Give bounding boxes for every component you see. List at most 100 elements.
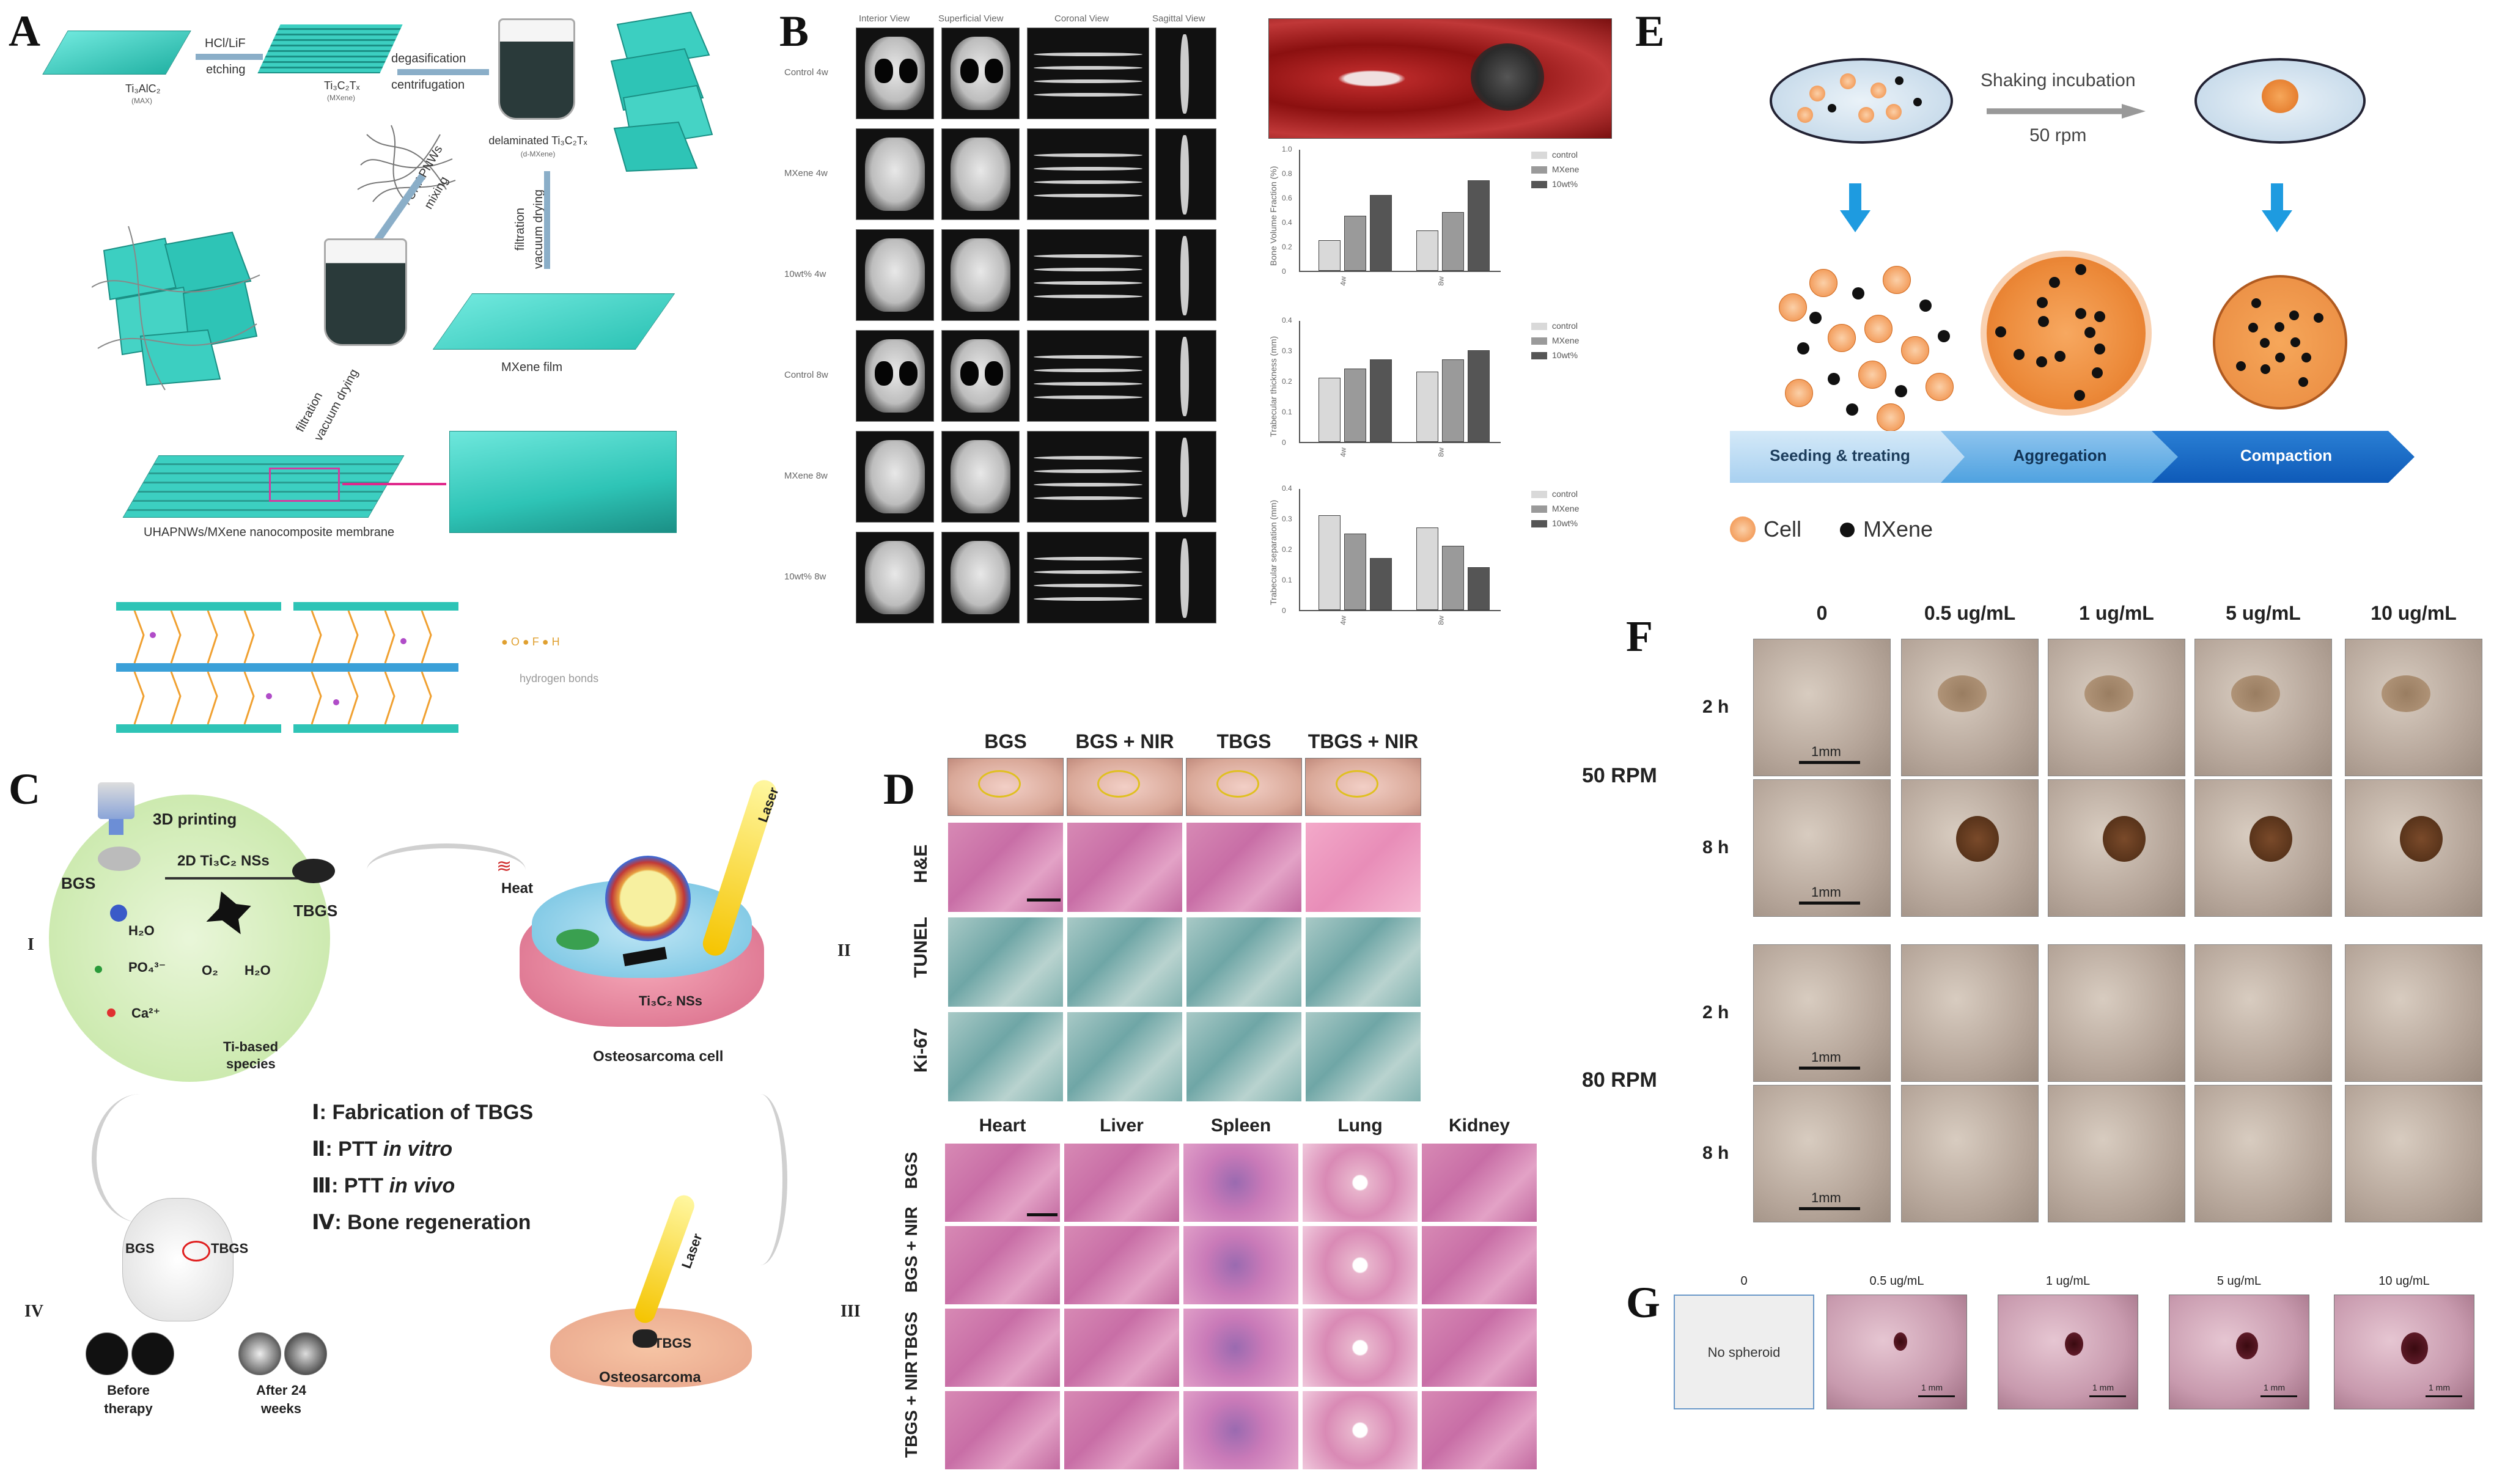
mxene-legend-icon: [1840, 523, 1855, 537]
organ-histology-image: [1183, 1308, 1299, 1387]
aggregation-illustration: [1987, 257, 2146, 410]
ct-sagittal-image: [1155, 532, 1216, 623]
step2-label: degasification: [391, 52, 466, 65]
tumor-outline: [1216, 770, 1259, 798]
mxene-dot: [1938, 330, 1950, 342]
step2b-label: centrifugation: [391, 78, 465, 92]
chart-xcat: 8w: [1436, 615, 1446, 625]
mxene-dot: [2251, 298, 2261, 309]
organ-histology-image: [1421, 1143, 1537, 1222]
mxene-dot: [1828, 373, 1840, 385]
scale-bar: [1799, 902, 1860, 905]
chart-bar: [1370, 359, 1392, 442]
rat-illustration: [122, 1198, 234, 1321]
conc-header: 0.5 ug/mL: [1924, 602, 2016, 624]
compaction-illustration: [2213, 275, 2347, 410]
ct-row-label: 10wt% 4w: [784, 269, 826, 279]
chart-axis: [1299, 321, 1501, 443]
organ-row-label: BGS + NIR: [902, 1207, 921, 1293]
mxene-dot: [2260, 364, 2270, 374]
step-number: Ⅰ:: [312, 1101, 326, 1124]
legend-swatch: [1531, 337, 1547, 345]
conc-header: 0: [1816, 602, 1828, 624]
mxene-dot: [1995, 326, 2006, 338]
ct-row-label: MXene 4w: [784, 168, 828, 178]
g-scale-label: 1 mm: [1921, 1383, 1943, 1392]
delam-label: delaminated Ti₃C₂Tₓ: [488, 134, 587, 147]
mxene-dot: [2260, 337, 2270, 348]
ct-sagittal-image: [1155, 128, 1216, 220]
step-number: Ⅱ:: [312, 1137, 333, 1161]
histology-image: [1067, 917, 1183, 1007]
scale-label: 1mm: [1811, 744, 1841, 759]
legend-text: control: [1552, 321, 1578, 331]
membrane-label: UHAPNWs/MXene nanocomposite membrane: [144, 526, 395, 539]
stage-aggregation-label: Aggregation: [2013, 446, 2107, 465]
spheroid: [1894, 1332, 1907, 1351]
organ-histology-image: [1421, 1308, 1537, 1387]
col-header-sagittal: Sagittal View: [1152, 13, 1205, 24]
arrow-down-icon: [1840, 183, 1871, 232]
organ-header: Kidney: [1448, 1115, 1510, 1136]
h2o2-label: H₂O: [245, 963, 271, 978]
organ-histology-image: [1421, 1390, 1537, 1470]
organ-row-label: TBGS + NIR: [902, 1361, 921, 1458]
legend-swatch: [1531, 323, 1547, 331]
step-text: PTT: [344, 1174, 389, 1197]
ct-coronal-image: [1027, 128, 1149, 220]
cell-dot: [1886, 104, 1902, 120]
mouse-bgs-label: BGS: [125, 1241, 155, 1256]
ct-coronal-image: [1027, 28, 1149, 119]
organ-histology-image: [1302, 1390, 1418, 1470]
before-label: Before: [107, 1383, 150, 1398]
conc-header: 5 ug/mL: [2226, 602, 2301, 624]
step-italic: in vivo: [389, 1174, 455, 1197]
mxene-dot: [2084, 327, 2095, 338]
chart-tick: 0: [1282, 438, 1286, 447]
brightfield-image: [1901, 1085, 2039, 1222]
mxene-dot: [2275, 322, 2285, 332]
chart-legend-item: 10wt%: [1531, 179, 1578, 189]
before-ct-image: [131, 1332, 174, 1375]
no-spheroid-label: No spheroid: [1707, 1345, 1781, 1360]
composite-flakes-illustration: [92, 226, 260, 391]
chart-tick: 0.6: [1282, 194, 1292, 202]
arrow-right-icon: [1987, 104, 2146, 119]
curved-arrow-icon: [92, 1094, 188, 1222]
histology-image: [947, 917, 1064, 1007]
film-label: MXene film: [501, 361, 563, 374]
g-scale-label: 1 mm: [2264, 1383, 2285, 1392]
stage-arrow-1: [1730, 431, 1968, 483]
ct-skull-image: [856, 28, 934, 119]
chart-xcat: 4w: [1339, 447, 1348, 457]
chart-legend-item: MXene: [1531, 164, 1579, 174]
stain-label: H&E: [911, 844, 931, 883]
ct-skull-image: [941, 330, 1020, 422]
mxene-dot: [1809, 312, 1822, 324]
legend-swatch: [1531, 152, 1547, 160]
chart-tick: 1.0: [1282, 145, 1292, 153]
cell-cluster: [2231, 675, 2280, 712]
mxene-dot: [2094, 343, 2105, 354]
time-label: 8 h: [1702, 1143, 1729, 1163]
scale-bar: [2260, 1395, 2297, 1397]
panel-e-label: E: [1635, 7, 1665, 56]
chart-bar: [1370, 558, 1392, 610]
brightfield-image: [1753, 944, 1891, 1082]
chart-axis: [1299, 150, 1501, 272]
ct-coronal-image: [1027, 229, 1149, 321]
ct-coronal-image: [1027, 431, 1149, 523]
bgs-label: BGS: [61, 874, 96, 892]
seeding-illustration: [1767, 257, 1954, 432]
molecule-icon: [110, 905, 127, 922]
chart-tick: 0.2: [1282, 545, 1292, 554]
chart-bar: [1344, 216, 1366, 271]
osteo-label: Osteosarcoma: [599, 1369, 701, 1386]
stain-label: TUNEL: [911, 917, 931, 978]
ct-skull-image: [941, 229, 1020, 321]
legend-text: control: [1552, 489, 1578, 499]
histology-image: [1186, 1012, 1302, 1102]
mxene-dot: [2036, 356, 2048, 368]
cell-dot: [1809, 86, 1825, 101]
step-number: Ⅲ:: [312, 1174, 339, 1197]
